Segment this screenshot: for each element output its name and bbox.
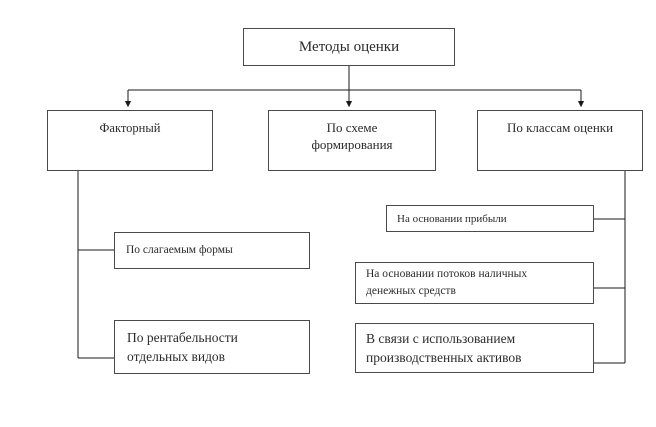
node-label: На основании потоков наличных денежных с… [366, 268, 528, 297]
node-by-assessment-classes: По классам оценки [477, 110, 643, 171]
node-based-on-profit: На основании прибыли [386, 205, 594, 232]
node-related-to-production-assets: В связи с использованием производственны… [355, 323, 594, 373]
node-label: Методы оценки [298, 39, 400, 55]
node-label: Факторный [99, 121, 161, 135]
node-label: На основании прибыли [397, 212, 507, 225]
node-label: По рентабельности отдельных видов [127, 330, 238, 364]
node-based-on-cash-flows: На основании потоков наличных денежных с… [355, 262, 594, 304]
node-by-form-terms: По слагаемым формы [114, 232, 310, 269]
node-factor-method: Факторный [47, 110, 213, 171]
node-label: В связи с использованием производственны… [366, 331, 522, 365]
node-label: По классам оценки [506, 120, 614, 135]
node-methods-of-assessment: Методы оценки [243, 28, 455, 66]
node-by-formation-scheme: По схеме формирования [268, 110, 436, 171]
node-by-profitability-of-types: По рентабельности отдельных видов [114, 320, 310, 374]
node-label: По слагаемым формы [126, 244, 233, 256]
node-label: По схеме формирования [311, 120, 393, 152]
